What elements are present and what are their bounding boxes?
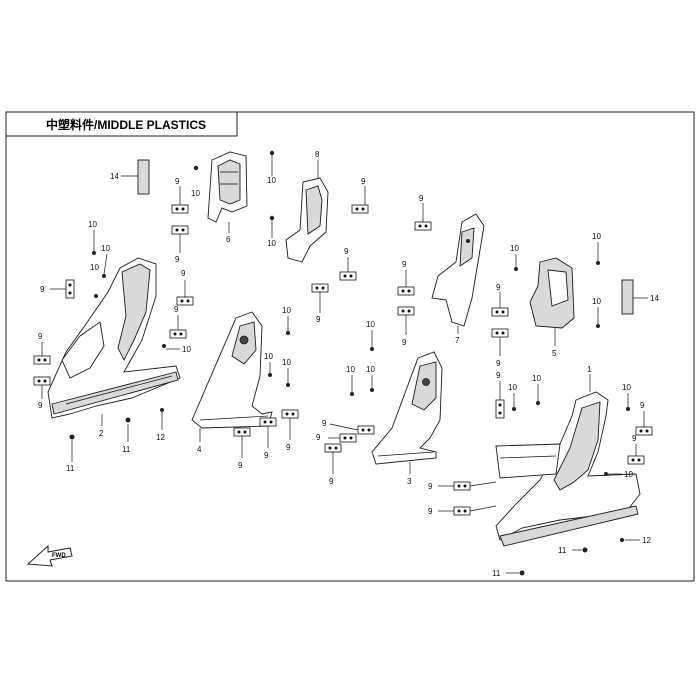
callout-9-s: 9 bbox=[322, 419, 327, 428]
callout-10-g: 10 bbox=[88, 220, 97, 229]
callout-9-l: 9 bbox=[38, 332, 43, 341]
callout-9-r: 9 bbox=[286, 443, 291, 452]
callout-10-c: 10 bbox=[191, 189, 200, 198]
callout-9-c: 9 bbox=[361, 177, 366, 186]
part-8-panel: 8 9 9 9 bbox=[285, 150, 369, 324]
callout-1: 1 bbox=[587, 365, 592, 374]
callout-10-i: 10 bbox=[90, 263, 99, 272]
callout-9-o: 9 bbox=[174, 305, 179, 314]
callout-9-b: 9 bbox=[175, 255, 180, 264]
callout-11-c: 11 bbox=[558, 546, 567, 555]
callout-9-e: 9 bbox=[316, 315, 321, 324]
part-1-panel: 1 10 10 10 10 9 9 9 9 9 bbox=[428, 365, 653, 578]
callout-9-f: 9 bbox=[419, 194, 424, 203]
callout-9-x: 9 bbox=[632, 434, 637, 443]
callout-9-d: 9 bbox=[344, 247, 349, 256]
part-4-panel: 10 10 10 4 9 9 9 bbox=[191, 306, 299, 470]
callout-11-b: 11 bbox=[122, 445, 131, 454]
part-3-panel: 10 10 10 3 9 9 9 bbox=[316, 320, 443, 486]
callout-10-a: 10 bbox=[267, 176, 276, 185]
part-14-right: 14 bbox=[621, 279, 659, 315]
callout-9-t: 9 bbox=[316, 433, 321, 442]
callout-10-m: 10 bbox=[282, 358, 291, 367]
callout-10-j: 10 bbox=[182, 345, 191, 354]
callout-10-b: 10 bbox=[267, 239, 276, 248]
callout-10-q: 10 bbox=[508, 383, 517, 392]
callout-10-r: 10 bbox=[532, 374, 541, 383]
callout-10-d: 10 bbox=[592, 232, 601, 241]
callout-9-m: 9 bbox=[38, 401, 43, 410]
callout-9-n: 9 bbox=[181, 269, 186, 278]
part-5-panel: 10 10 10 5 9 9 bbox=[491, 232, 601, 368]
callout-10-h: 10 bbox=[101, 244, 110, 253]
callout-14-right: 14 bbox=[650, 294, 659, 303]
callout-11-a: 11 bbox=[66, 464, 75, 473]
callout-9-z: 9 bbox=[428, 507, 433, 516]
callout-9-i: 9 bbox=[496, 283, 501, 292]
callout-10-f: 10 bbox=[592, 297, 601, 306]
callout-3: 3 bbox=[407, 477, 412, 486]
part-6-panel: 6 10 10 10 9 9 bbox=[171, 150, 276, 264]
callout-7: 7 bbox=[455, 336, 460, 345]
callout-10-l: 10 bbox=[264, 352, 273, 361]
callout-10-p: 10 bbox=[366, 365, 375, 374]
callout-9-a: 9 bbox=[175, 177, 180, 186]
callout-9-p: 9 bbox=[238, 461, 243, 470]
callout-9-q: 9 bbox=[264, 451, 269, 460]
callout-12-b: 12 bbox=[642, 536, 651, 545]
part-14-left: 14 bbox=[110, 159, 150, 195]
callout-10-n: 10 bbox=[366, 320, 375, 329]
callout-10-s: 10 bbox=[622, 383, 631, 392]
callout-14-left: 14 bbox=[110, 172, 119, 181]
part-7-panel: 7 9 9 9 bbox=[397, 194, 485, 347]
callout-9-v: 9 bbox=[496, 371, 501, 380]
clip-group-6 bbox=[171, 186, 189, 253]
callout-10-k: 10 bbox=[282, 306, 291, 315]
diagram-border bbox=[5, 111, 695, 582]
fwd-arrow: FWD bbox=[26, 544, 73, 567]
callout-9-y: 9 bbox=[428, 482, 433, 491]
fwd-label: FWD bbox=[52, 553, 66, 559]
callout-5: 5 bbox=[552, 349, 557, 358]
callout-9-h: 9 bbox=[402, 338, 407, 347]
callout-11-d: 11 bbox=[492, 569, 501, 578]
callout-10-o: 10 bbox=[346, 365, 355, 374]
part-2-panel: 2 11 11 12 10 10 10 9 9 9 9 9 10 bbox=[33, 220, 194, 473]
callout-8: 8 bbox=[315, 150, 320, 159]
diagram-title: 中塑料件/MIDDLE PLASTICS bbox=[46, 117, 206, 132]
callout-10-t: 10 bbox=[624, 470, 633, 479]
title-box bbox=[5, 111, 238, 137]
callout-9-k: 9 bbox=[40, 285, 45, 294]
callout-9-j: 9 bbox=[496, 359, 501, 368]
callout-4: 4 bbox=[197, 445, 202, 454]
callout-12-a: 12 bbox=[156, 433, 165, 442]
callout-9-w: 9 bbox=[640, 401, 645, 410]
callout-6: 6 bbox=[226, 235, 231, 244]
callout-9-g: 9 bbox=[402, 260, 407, 269]
callout-2: 2 bbox=[99, 429, 104, 438]
callout-9-u: 9 bbox=[329, 477, 334, 486]
callout-10-e: 10 bbox=[510, 244, 519, 253]
